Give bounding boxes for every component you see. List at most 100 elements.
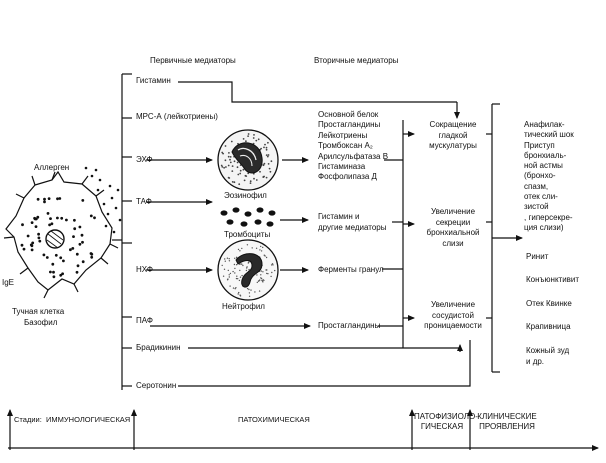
granule-dot [78, 225, 82, 229]
granule-dot [234, 288, 236, 290]
granule-dot [247, 133, 250, 135]
secondary-platelet-list: Гистамин и другие медиаторы [318, 212, 387, 233]
granule-dot [37, 236, 41, 240]
granule-dot [255, 139, 258, 142]
secondary-item: Основной белок [318, 110, 379, 119]
secondary-item: другие медиаторы [318, 222, 387, 232]
granule-dot [232, 270, 234, 273]
granule-dot [48, 223, 51, 227]
granule-dot [81, 260, 85, 264]
granule-dot [61, 272, 64, 276]
granule-dot [45, 256, 49, 259]
granule-dot [229, 156, 232, 158]
granule-dot [65, 218, 68, 222]
granule-dot [81, 199, 85, 202]
granule-dot [269, 170, 272, 173]
granule-dot [260, 270, 262, 272]
granule-dot [50, 222, 54, 226]
granule-dot [225, 166, 227, 168]
clinical-quincke-edema: Отек Квинке [526, 299, 572, 308]
granule-dot [242, 264, 244, 267]
primary-ehf: ЭХФ [136, 155, 153, 164]
granule-dot [76, 264, 80, 268]
granule-dot [242, 168, 245, 171]
granule-dot [20, 243, 24, 247]
granule-dot [228, 260, 231, 262]
granule-dot [262, 164, 265, 166]
granule-dot [226, 257, 229, 259]
granule-dot [237, 173, 240, 176]
secondary-eos-list: Основной белок Простагландины Лейкотриен… [318, 110, 388, 183]
granule-dot [267, 154, 270, 156]
granule-dot [30, 248, 34, 252]
granule-dot [232, 287, 235, 289]
granule-dot [69, 248, 72, 252]
effect-mucus-secretion: Увеличение секреции бронхиальной слизи [420, 207, 486, 249]
clinical-rhinitis: Ринит [526, 252, 549, 261]
effect-vascular-permeability: Увеличение сосудистой проницаемости [420, 300, 486, 332]
effect-line: слизи [442, 238, 464, 248]
granule-dot [267, 273, 269, 275]
granule-dot [228, 177, 231, 179]
secondary-item: Лейкотриены [318, 130, 368, 140]
granule-dot [30, 221, 34, 225]
primary-histamine: Гистамин [136, 76, 171, 85]
allergen-dot [96, 188, 100, 192]
granule-dot [265, 146, 268, 149]
granule-dot [224, 145, 227, 147]
clinical-conjunctivitis: Конъюнктивит [526, 275, 580, 284]
granule-dot [270, 160, 273, 163]
granule-dot [238, 263, 241, 265]
granule-dot [265, 256, 268, 259]
mast-cell-spikes [3, 171, 119, 299]
clinical-line: зистой [524, 202, 549, 212]
granule-dot [223, 166, 226, 169]
granule-dot [239, 250, 241, 252]
granule-dot [235, 256, 238, 258]
granule-dot [233, 160, 236, 163]
granule-dot [89, 214, 93, 218]
granule-dot [259, 279, 261, 281]
granule-dot [245, 269, 248, 272]
granule-dot [265, 176, 268, 179]
granule-dot [235, 287, 237, 289]
granule-dot [90, 252, 94, 256]
granule-dot [229, 272, 232, 275]
granule-dot [230, 140, 233, 143]
granule-dot [262, 246, 264, 249]
clinical-line: спазм, [524, 181, 549, 191]
granule-dot [234, 272, 236, 274]
header-primary-mediators: Первичные медиаторы [150, 56, 236, 65]
granule-dot [229, 161, 232, 164]
granule-dot [271, 271, 273, 274]
granule-dot [241, 274, 243, 277]
granule-dot [227, 164, 230, 167]
mast-cell-outline [5, 170, 113, 291]
granule-dot [60, 216, 64, 220]
granule-dot [234, 267, 236, 270]
granule-dot [237, 293, 239, 295]
granule-dot [238, 183, 241, 186]
allergen-dot [116, 188, 120, 192]
granule-dot [224, 260, 226, 262]
granule-dot [235, 277, 238, 280]
granule-dot [246, 266, 248, 268]
primary-paf: ПАФ [136, 316, 153, 325]
granule-dot [256, 281, 258, 284]
primary-serotonin: Серотонин [136, 381, 177, 390]
granule-dot [21, 223, 24, 227]
stage-clinical: КЛИНИЧЕСКИЕ ПРОЯВЛЕНИЯ [472, 412, 542, 431]
label-basophil: Базофил [24, 318, 58, 327]
granule-dot [220, 164, 223, 167]
granule-dot [58, 197, 62, 200]
allergen-dot [104, 224, 108, 228]
granule-dot [228, 258, 230, 260]
secondary-paf-prostaglandins: Простагландины [318, 321, 381, 330]
granule-dot [260, 274, 262, 276]
secondary-item: Гистамин и [318, 212, 360, 221]
granule-dot [270, 275, 272, 278]
clinical-line: Кожный зуд [526, 346, 570, 355]
allergen-dot [108, 184, 112, 188]
granule-dot [261, 280, 264, 282]
granule-dot [255, 179, 258, 181]
